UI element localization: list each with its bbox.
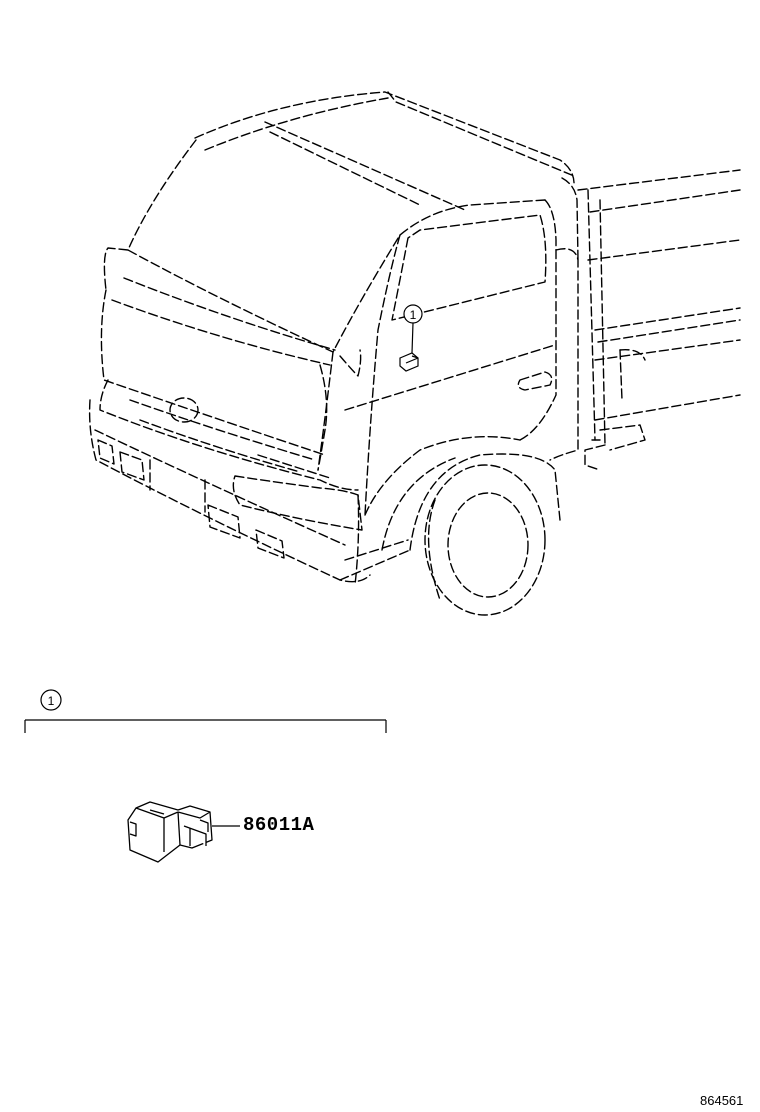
connector-icon [127,801,213,863]
section-bracket [24,719,387,733]
truck-cab-outline [88,91,741,616]
truck-callout-marker: 1 [403,304,423,354]
section-callout-number: 1 [48,694,55,708]
part-number-label: 86011A [243,814,315,836]
section-callout-marker: 1 [40,689,62,711]
sensor-location-icon [399,352,419,372]
truck-callout-number: 1 [410,308,417,322]
figure-id: 864561 [700,1093,744,1108]
